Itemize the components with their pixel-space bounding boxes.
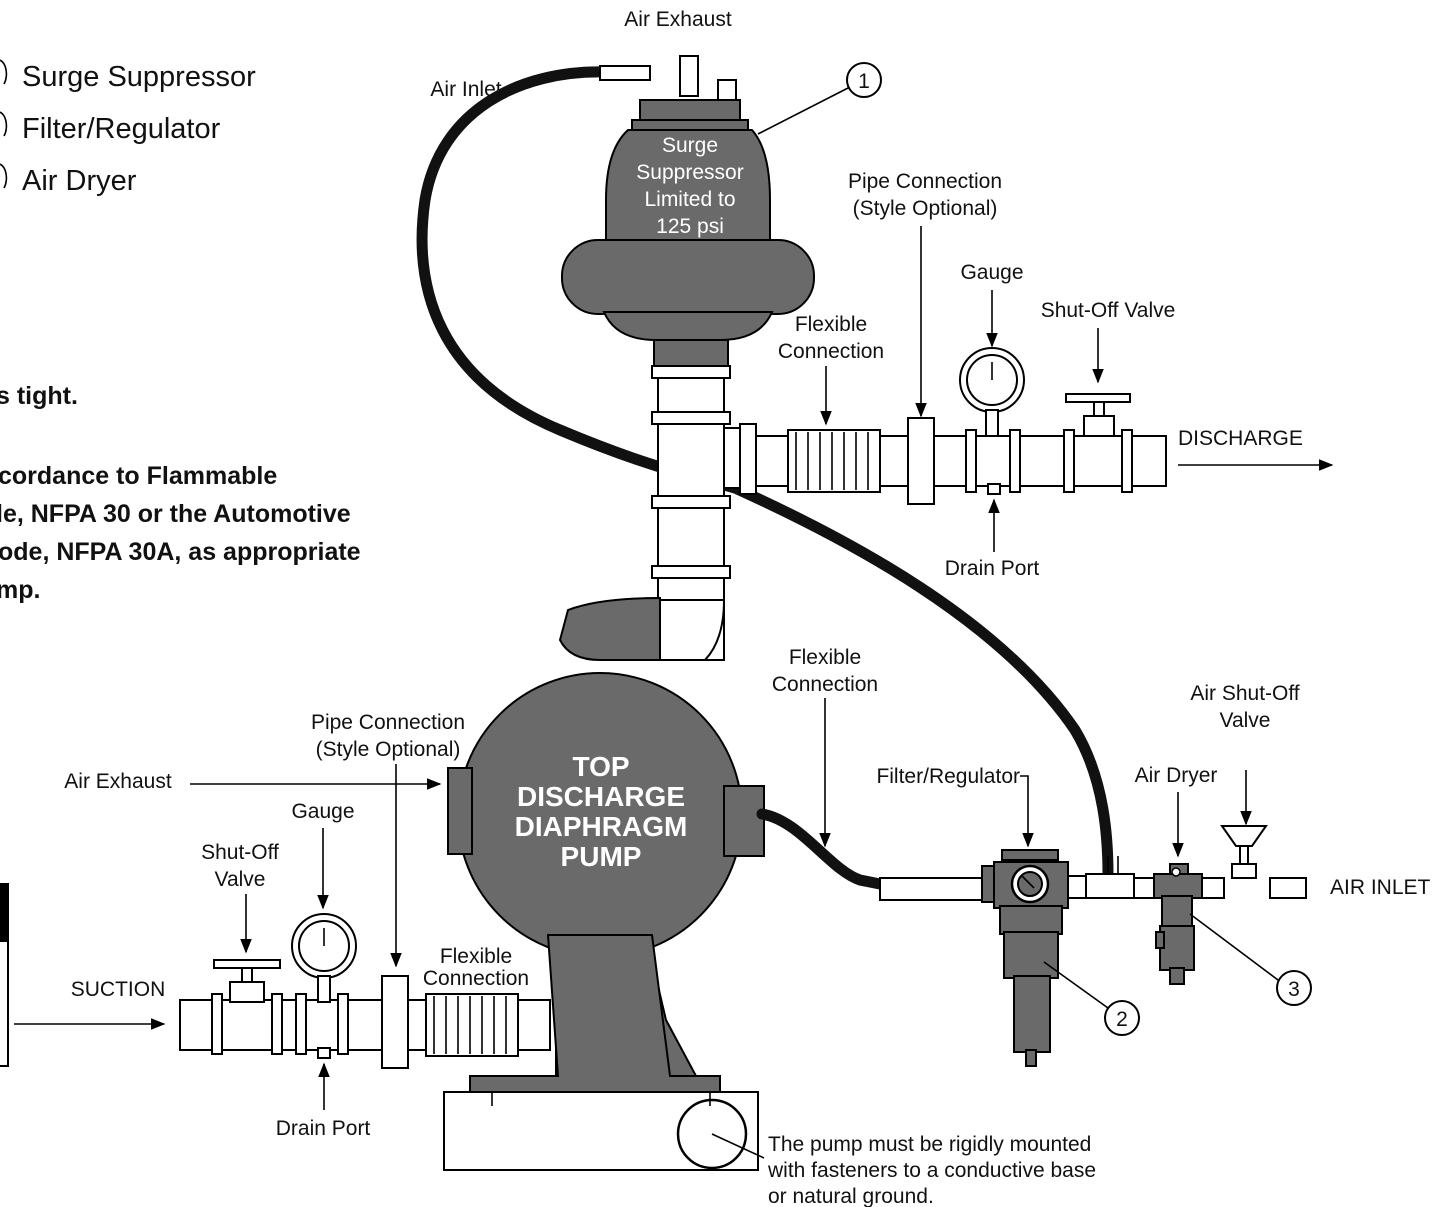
legend-item-surge-suppressor: Surge Suppressor: [22, 61, 256, 93]
pipe-connection-bottom-label-1: Pipe Connection: [311, 711, 465, 734]
callout-1: 1: [757, 62, 882, 135]
pipe-connection-top-label-2: (Style Optional): [853, 197, 998, 220]
air-dryer-label: Air Dryer: [1135, 764, 1218, 787]
suction-line: [179, 975, 551, 1069]
drain-port-top-label: Drain Port: [945, 557, 1040, 580]
surge-label-4: 125 psi: [656, 215, 724, 238]
legend-item-air-dryer: Air Dryer: [22, 165, 137, 197]
pump-label-3: DIAPHRAGM: [515, 811, 688, 842]
pipe-connection-bottom-label-2: (Style Optional): [316, 738, 461, 761]
pump-label-2: DISCHARGE: [517, 781, 685, 812]
surge-suppressor: Surge Suppressor Limited to 125 psi: [561, 55, 815, 341]
mount-note-1: The pump must be rigidly mounted: [768, 1133, 1091, 1156]
note-line-5: mp.: [0, 576, 40, 604]
surge-label-3: Limited to: [644, 188, 735, 211]
pump-label-1: TOP: [572, 751, 629, 782]
flexible-air-label-2: Connection: [772, 673, 878, 696]
filter-regulator-label: Filter/Regulator: [876, 765, 1020, 788]
gauge-top-label: Gauge: [960, 261, 1023, 284]
discharge-label: DISCHARGE: [1178, 427, 1303, 450]
gauge-bottom: [291, 913, 357, 1003]
svg-text:2: 2: [1116, 1008, 1128, 1031]
diaphragm-pump: TOP DISCHARGE DIAPHRAGM PUMP: [447, 596, 765, 1093]
flexible-top-label-1: Flexible: [795, 313, 867, 336]
pipe-connection-top-label-1: Pipe Connection: [848, 170, 1002, 193]
vertical-discharge-pipe: [651, 339, 731, 661]
shutoff-bottom-label-1: Shut-Off: [201, 841, 279, 864]
svg-text:3: 3: [1288, 978, 1300, 1001]
partial-box: [0, 883, 9, 1067]
legend-item-filter-regulator: Filter/Regulator: [22, 113, 221, 145]
note-line-4: ode, NFPA 30A, as appropriate: [0, 538, 361, 566]
air-hose-pump: [756, 808, 886, 890]
air-supply-line: [879, 873, 1307, 901]
conductive-base: [443, 1091, 765, 1171]
air-exhaust-top-label: Air Exhaust: [624, 8, 732, 31]
air-exhaust-bottom-label: Air Exhaust: [64, 770, 172, 793]
note-line-1: s tight.: [0, 382, 78, 410]
pump-label-4: PUMP: [561, 841, 642, 872]
gauge-bottom-label: Gauge: [291, 800, 354, 823]
shutoff-bottom-label-2: Valve: [215, 868, 266, 891]
shutoff-valve-top-label: Shut-Off Valve: [1041, 299, 1176, 322]
drain-port-bottom-label: Drain Port: [276, 1117, 371, 1140]
flexible-bottom-label-1: Flexible: [440, 945, 512, 968]
note-line-2: cordance to Flammable: [0, 462, 277, 490]
legend: Surge Suppressor Filter/Regulator Air Dr…: [0, 59, 256, 197]
air-dryer: [1153, 863, 1203, 985]
surge-label-2: Suppressor: [636, 161, 743, 184]
svg-text:1: 1: [858, 70, 870, 93]
suction-label: SUCTION: [71, 978, 166, 1001]
flexible-bottom-label-2: Connection: [423, 967, 529, 990]
gauge-top: [959, 347, 1025, 437]
air-shutoff-label-2: Valve: [1220, 709, 1271, 732]
shutoff-valve-bottom: [213, 959, 281, 1003]
shutoff-valve-top: [1065, 393, 1131, 437]
discharge-line: [723, 417, 1167, 505]
flexible-top-label-2: Connection: [778, 340, 884, 363]
installation-notes: s tight. cordance to Flammable le, NFPA …: [0, 382, 361, 604]
note-line-3: le, NFPA 30 or the Automotive: [0, 500, 351, 528]
air-shutoff-label-1: Air Shut-Off: [1190, 682, 1299, 705]
callout-2: 2: [1043, 961, 1140, 1036]
callout-3: 3: [1189, 913, 1312, 1006]
mount-note-3: or natural ground.: [768, 1185, 934, 1207]
surge-label-1: Surge: [662, 134, 718, 157]
air-shutoff-valve: [1220, 825, 1268, 879]
flexible-air-label-1: Flexible: [789, 646, 861, 669]
air-inlet-label: AIR INLET: [1330, 876, 1431, 899]
mount-note-2: with fasteners to a conductive base: [767, 1159, 1096, 1182]
air-inlet-top-label: Air Inlet: [430, 78, 501, 101]
filter-regulator: [981, 849, 1069, 1067]
